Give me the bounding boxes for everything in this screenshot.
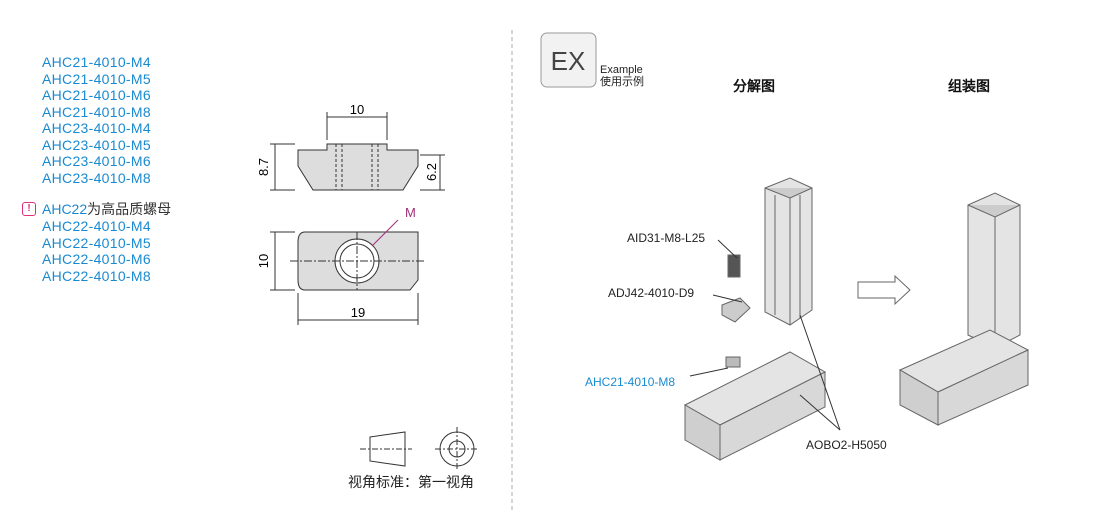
part-number: AHC21-4010-M4 — [42, 54, 151, 70]
example-title-en: Example — [600, 64, 643, 76]
part-number: AHC21-4010-M8 — [42, 103, 151, 120]
example-title: Example 使用示例 — [600, 64, 644, 88]
part-number: AHC22-4010-M6 — [42, 251, 151, 267]
part-number: AHC23-4010-M4 — [42, 120, 151, 136]
exploded-view-heading: 分解图 — [733, 78, 775, 94]
first-angle-projection-icon — [360, 427, 479, 471]
dim-height-body: 6.2 — [424, 163, 439, 181]
dim-side-height: 10 — [256, 254, 271, 268]
callout-nut: AHC21-4010-M8 — [585, 375, 676, 389]
part-number: AHC23-4010-M5 — [42, 136, 151, 153]
part-number: AHC23-4010-M6 — [42, 153, 151, 169]
dim-height-total: 8.7 — [256, 158, 271, 176]
callout-bracket: ADJ42-4010-D9 — [608, 286, 695, 300]
part-number: AHC21-4010-M6 — [42, 87, 151, 103]
part-number: AHC22-4010-M8 — [42, 267, 151, 284]
dim-top-width: 10 — [350, 102, 364, 117]
example-badge-icon — [540, 32, 597, 88]
example-badge-text: EX — [551, 46, 586, 76]
callout-profile: AOBO2-H5050 — [806, 438, 887, 452]
note: ! AHC22 为高品质螺母 — [22, 199, 171, 219]
callout-bolt: AID31-M8-L25 — [627, 231, 706, 245]
example-title-cn: 使用示例 — [600, 76, 644, 88]
projection-label: 视角标准：第一视角 — [348, 474, 474, 490]
part-number: AHC22-4010-M4 — [42, 218, 151, 234]
part-number: AHC22-4010-M5 — [42, 234, 151, 251]
dim-length: 19 — [351, 305, 365, 320]
assembled-view-heading: 组装图 — [948, 78, 990, 94]
assembled-illustration — [898, 192, 1030, 426]
part-number: AHC23-4010-M8 — [42, 169, 151, 186]
part-number: AHC21-4010-M5 — [42, 70, 151, 87]
nut-front-view — [270, 112, 445, 191]
thread-label: M — [405, 205, 416, 220]
nut-top-view — [270, 219, 425, 325]
exploded-assembly-illustration — [683, 177, 911, 461]
note-prefix: AHC22 — [42, 201, 88, 217]
exclamation-icon: ! — [22, 202, 36, 216]
note-text: 为高品质螺母 — [87, 201, 172, 217]
